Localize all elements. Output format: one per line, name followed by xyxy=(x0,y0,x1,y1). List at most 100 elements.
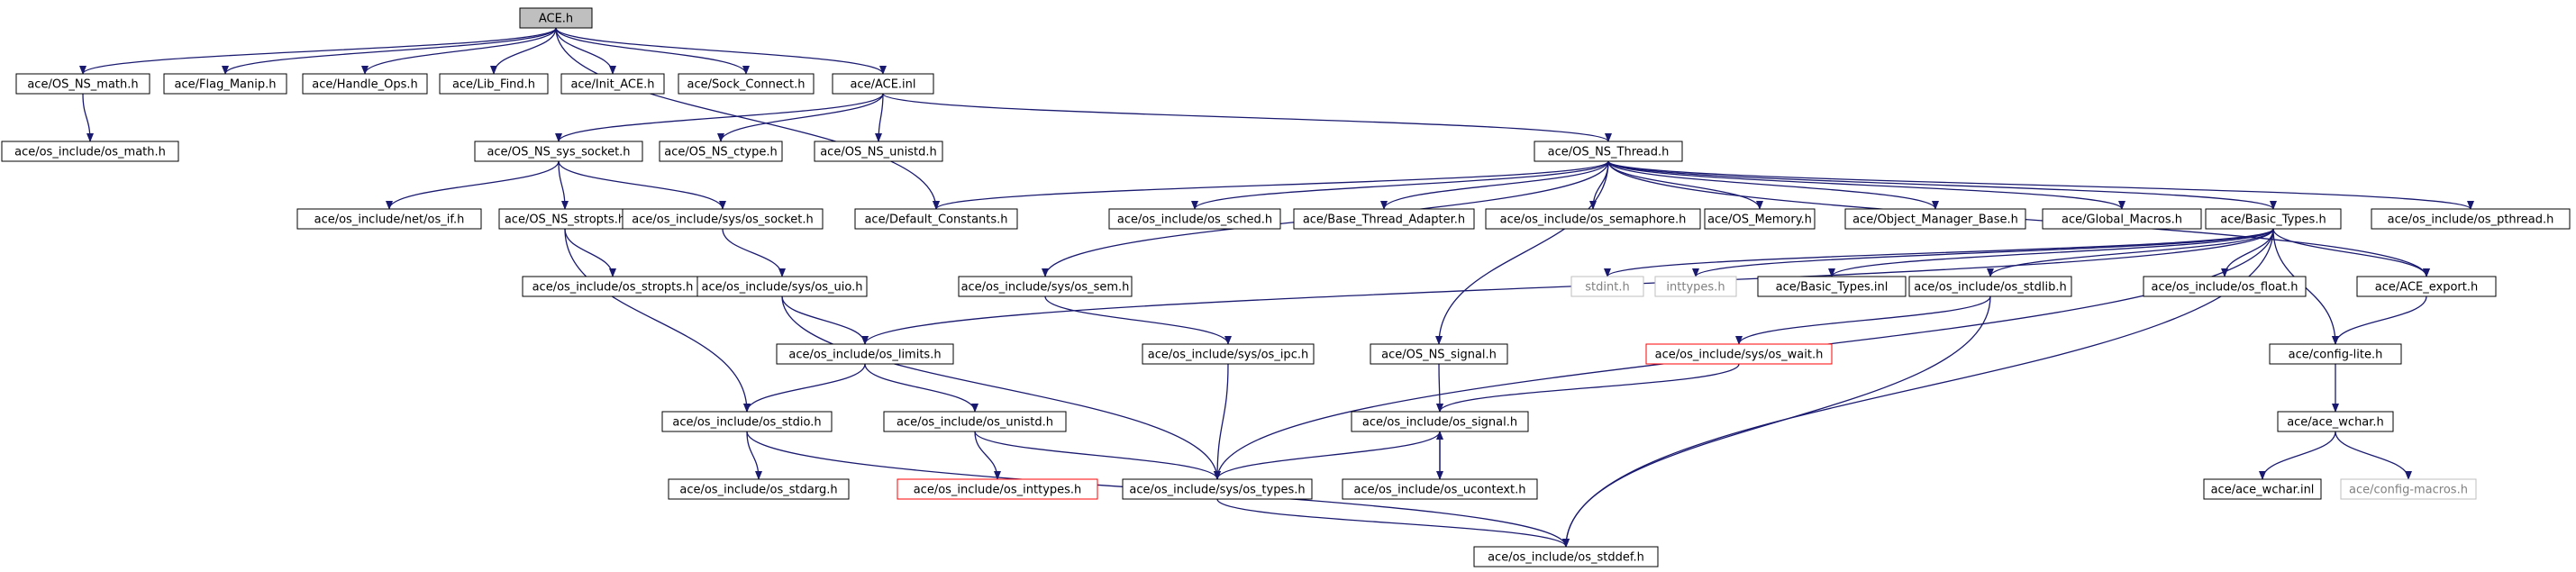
node-box[interactable] xyxy=(2269,343,2402,365)
node-sys-os-wait[interactable]: ace/os_include/sys/os_wait.h xyxy=(1645,343,1833,365)
node-box[interactable] xyxy=(2356,276,2497,297)
node-box[interactable] xyxy=(302,73,428,95)
node-ace-wchar[interactable]: ace/ace_wchar.h xyxy=(2277,411,2394,432)
node-box[interactable] xyxy=(897,478,1098,500)
node-box[interactable] xyxy=(1342,478,1538,500)
node-basic-types-inl[interactable]: ace/Basic_Types.inl xyxy=(1757,276,1907,297)
node-box[interactable] xyxy=(439,73,549,95)
node-box[interactable] xyxy=(2203,478,2322,500)
node-os-stropts[interactable]: ace/os_include/os_stropts.h xyxy=(522,276,704,297)
node-sys-os-socket[interactable]: ace/os_include/sys/os_socket.h xyxy=(622,208,824,230)
node-box[interactable] xyxy=(678,73,815,95)
node-default-constants[interactable]: ace/Default_Constants.h xyxy=(854,208,1018,230)
node-ace-inl[interactable]: ace/ACE.inl xyxy=(832,73,934,95)
node-stdint[interactable]: stdint.h xyxy=(1570,276,1644,297)
node-box[interactable] xyxy=(659,141,783,162)
node-os-ucontext[interactable]: ace/os_include/os_ucontext.h xyxy=(1342,478,1538,500)
node-net-os-if[interactable]: ace/os_include/net/os_if.h xyxy=(296,208,482,230)
node-sys-os-sem[interactable]: ace/os_include/sys/os_sem.h xyxy=(958,276,1133,297)
node-os-ns-unistd[interactable]: ace/OS_NS_unistd.h xyxy=(814,141,943,162)
node-box[interactable] xyxy=(832,73,934,95)
node-box[interactable] xyxy=(1351,411,1529,432)
node-box[interactable] xyxy=(2205,208,2342,230)
node-box[interactable] xyxy=(1534,141,1683,162)
node-box[interactable] xyxy=(1704,208,1816,230)
node-os-math[interactable]: ace/os_include/os_math.h xyxy=(1,141,179,162)
node-box[interactable] xyxy=(15,73,150,95)
node-os-ns-signal[interactable]: ace/OS_NS_signal.h xyxy=(1370,343,1508,365)
node-handle-ops[interactable]: ace/Handle_Ops.h xyxy=(302,73,428,95)
node-os-ns-thread[interactable]: ace/OS_NS_Thread.h xyxy=(1534,141,1683,162)
node-box[interactable] xyxy=(1757,276,1907,297)
node-os-ns-ctype[interactable]: ace/OS_NS_ctype.h xyxy=(659,141,783,162)
node-box[interactable] xyxy=(474,141,643,162)
node-box[interactable] xyxy=(519,7,593,29)
node-os-signal[interactable]: ace/os_include/os_signal.h xyxy=(1351,411,1529,432)
node-box[interactable] xyxy=(1293,208,1475,230)
node-os-float[interactable]: ace/os_include/os_float.h xyxy=(2143,276,2307,297)
node-box[interactable] xyxy=(668,478,850,500)
node-config-macros[interactable]: ace/config-macros.h xyxy=(2340,478,2477,500)
node-sock-connect[interactable]: ace/Sock_Connect.h xyxy=(678,73,815,95)
node-sys-os-uio[interactable]: ace/os_include/sys/os_uio.h xyxy=(696,276,868,297)
node-flag-manip[interactable]: ace/Flag_Manip.h xyxy=(163,73,287,95)
node-lib-find[interactable]: ace/Lib_Find.h xyxy=(439,73,549,95)
node-init-ace[interactable]: ace/Init_ACE.h xyxy=(560,73,665,95)
node-base-thread-adapter[interactable]: ace/Base_Thread_Adapter.h xyxy=(1293,208,1475,230)
node-box[interactable] xyxy=(1370,343,1508,365)
node-os-ns-sys-socket[interactable]: ace/OS_NS_sys_socket.h xyxy=(474,141,643,162)
node-box[interactable] xyxy=(958,276,1133,297)
node-box[interactable] xyxy=(2371,208,2571,230)
node-os-sched[interactable]: ace/os_include/os_sched.h xyxy=(1108,208,1281,230)
node-box[interactable] xyxy=(1142,343,1315,365)
node-global-macros[interactable]: ace/Global_Macros.h xyxy=(2042,208,2202,230)
node-box[interactable] xyxy=(1570,276,1644,297)
node-box[interactable] xyxy=(2277,411,2394,432)
node-box[interactable] xyxy=(1654,276,1737,297)
node-box[interactable] xyxy=(1108,208,1281,230)
node-box[interactable] xyxy=(1908,276,2072,297)
node-object-manager-base[interactable]: ace/Object_Manager_Base.h xyxy=(1844,208,2026,230)
node-box[interactable] xyxy=(2042,208,2202,230)
node-sys-os-types[interactable]: ace/os_include/sys/os_types.h xyxy=(1122,478,1313,500)
node-os-semaphore[interactable]: ace/os_include/os_semaphore.h xyxy=(1485,208,1701,230)
node-box[interactable] xyxy=(1844,208,2026,230)
node-box[interactable] xyxy=(776,343,954,365)
node-box[interactable] xyxy=(2143,276,2307,297)
node-box[interactable] xyxy=(296,208,482,230)
node-box[interactable] xyxy=(854,208,1018,230)
node-label: ace/ACE.inl xyxy=(850,78,915,92)
node-box[interactable] xyxy=(1645,343,1833,365)
node-label: ace/os_include/net/os_if.h xyxy=(314,213,465,227)
node-os-stdlib[interactable]: ace/os_include/os_stdlib.h xyxy=(1908,276,2072,297)
node-ace-h[interactable]: ACE.h xyxy=(519,7,593,29)
node-box[interactable] xyxy=(1,141,179,162)
node-os-limits[interactable]: ace/os_include/os_limits.h xyxy=(776,343,954,365)
node-box[interactable] xyxy=(1473,546,1659,567)
node-box[interactable] xyxy=(622,208,824,230)
node-os-ns-stropts[interactable]: ace/OS_NS_stropts.h xyxy=(498,208,632,230)
node-os-unistd[interactable]: ace/os_include/os_unistd.h xyxy=(883,411,1067,432)
node-config-lite[interactable]: ace/config-lite.h xyxy=(2269,343,2402,365)
node-box[interactable] xyxy=(2340,478,2477,500)
node-sys-os-ipc[interactable]: ace/os_include/sys/os_ipc.h xyxy=(1142,343,1315,365)
node-box[interactable] xyxy=(696,276,868,297)
node-box[interactable] xyxy=(1122,478,1313,500)
node-box[interactable] xyxy=(163,73,287,95)
node-os-inttypes[interactable]: ace/os_include/os_inttypes.h xyxy=(897,478,1098,500)
node-os-ns-math[interactable]: ace/OS_NS_math.h xyxy=(15,73,150,95)
node-os-stdio[interactable]: ace/os_include/os_stdio.h xyxy=(661,411,833,432)
node-box[interactable] xyxy=(661,411,833,432)
node-basic-types[interactable]: ace/Basic_Types.h xyxy=(2205,208,2342,230)
node-box[interactable] xyxy=(814,141,943,162)
node-os-pthread[interactable]: ace/os_include/os_pthread.h xyxy=(2371,208,2571,230)
node-box[interactable] xyxy=(883,411,1067,432)
node-inttypes[interactable]: inttypes.h xyxy=(1654,276,1737,297)
node-os-stddef[interactable]: ace/os_include/os_stddef.h xyxy=(1473,546,1659,567)
node-ace-export[interactable]: ace/ACE_export.h xyxy=(2356,276,2497,297)
node-os-memory[interactable]: ace/OS_Memory.h xyxy=(1704,208,1816,230)
node-ace-wchar-inl[interactable]: ace/ace_wchar.inl xyxy=(2203,478,2322,500)
node-box[interactable] xyxy=(560,73,665,95)
node-os-stdarg[interactable]: ace/os_include/os_stdarg.h xyxy=(668,478,850,500)
node-box[interactable] xyxy=(1485,208,1701,230)
